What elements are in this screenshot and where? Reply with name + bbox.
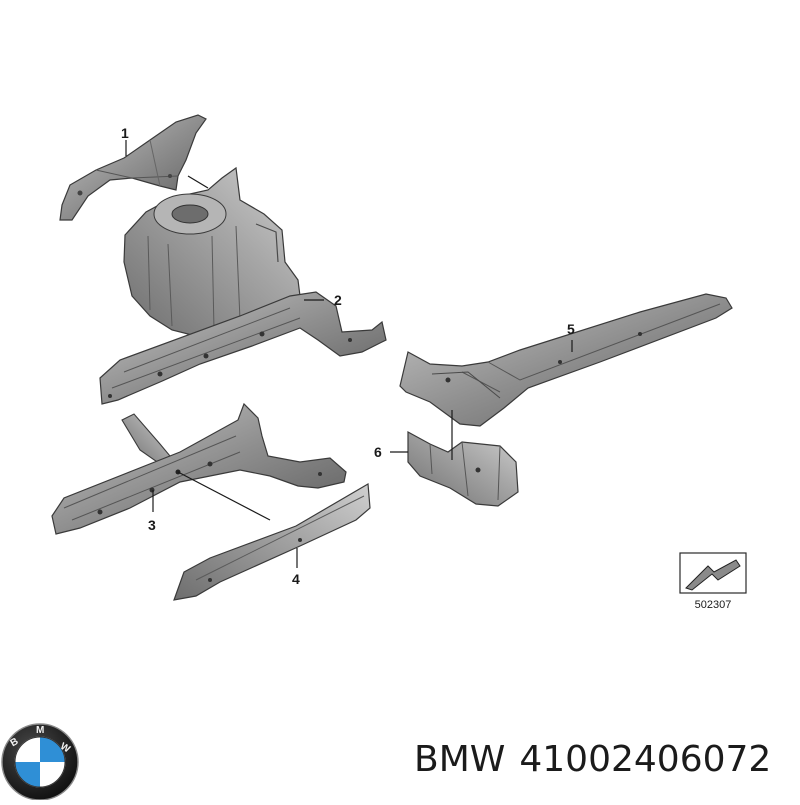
part-6-bracket: [407, 430, 519, 507]
reference-code: 502307: [695, 599, 732, 611]
part-3-longitudinal-member: [51, 402, 347, 535]
callouts: 1 2 3 4 5 6: [121, 125, 575, 587]
part-2-strut-tower-assembly: [99, 166, 387, 405]
callout-1: 1: [121, 125, 129, 141]
reference-box: 502307: [679, 552, 747, 611]
leader-1b: [187, 175, 209, 189]
callout-5: 5: [567, 321, 575, 337]
callout-4: 4: [292, 571, 300, 587]
part-1-wheel-arch-panel: [59, 114, 207, 221]
callout-2: 2: [334, 292, 342, 308]
part-5-side-member: [399, 293, 733, 427]
logo-letter-b: B: [9, 736, 21, 749]
leader-lines: [125, 140, 573, 568]
caption-part-number: 41002406072: [519, 739, 772, 780]
caption-brand: BMW: [414, 739, 506, 780]
callout-6: 6: [374, 444, 382, 460]
callout-3: 3: [148, 517, 156, 533]
part-4-reinforcement-strip: [173, 483, 371, 601]
bmw-logo: B M W: [1, 723, 79, 801]
logo-letter-m: M: [36, 725, 44, 736]
leader-3b: [177, 471, 271, 521]
part-caption: BMW 41002406072: [414, 738, 771, 782]
